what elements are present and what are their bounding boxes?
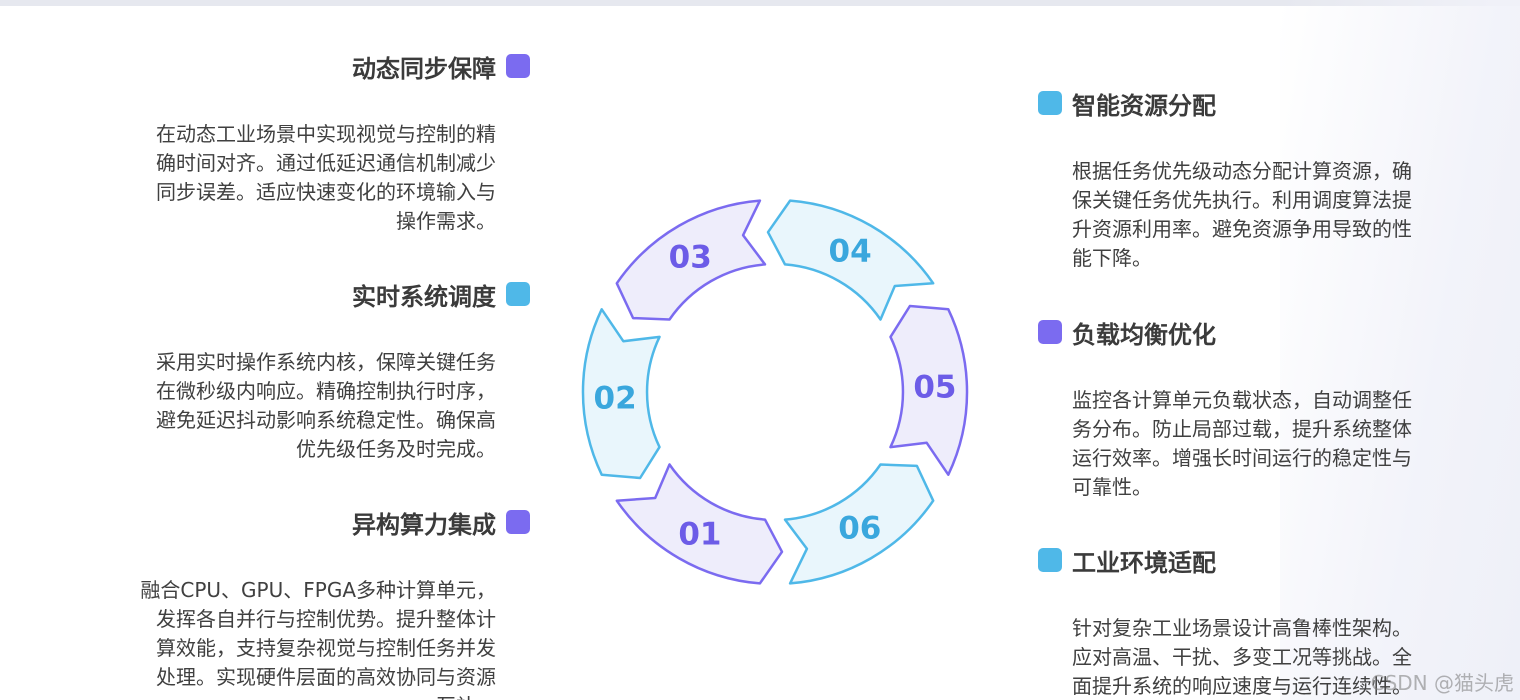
cycle-label-05: 05	[913, 369, 956, 405]
desc-line: 面提升系统的响应速度与运行连续性。	[1072, 674, 1412, 698]
item-description: 融合CPU、GPU、FPGA多种计算单元， 发挥各自并行与控制优势。提升整体计 …	[40, 576, 530, 700]
item-heterogeneous-compute: 异构算力集成 融合CPU、GPU、FPGA多种计算单元， 发挥各自并行与控制优势…	[40, 506, 530, 700]
desc-line: 应对高温、干扰、多变工况等挑战。全	[1072, 645, 1412, 669]
cycle-label-01: 01	[678, 516, 721, 552]
item-realtime-scheduling: 实时系统调度 采用实时操作系统内核，保障关键任务 在微秒级内响应。精确控制执行时…	[60, 278, 530, 464]
desc-line: 采用实时操作系统内核，保障关键任务	[156, 350, 496, 374]
desc-line: 升资源利用率。避免资源争用导致的性	[1072, 217, 1412, 241]
desc-line: 运行效率。增强长时间运行的稳定性与	[1072, 446, 1412, 470]
cycle-segment-02	[581, 308, 661, 480]
desc-line: 监控各计算单元负载状态，自动调整任	[1072, 388, 1412, 412]
background-gradient	[1280, 0, 1520, 700]
item-description: 针对复杂工业场景设计高鲁棒性架构。 应对高温、干扰、多变工况等挑战。全 面提升系…	[1038, 614, 1498, 700]
desc-line: 操作需求。	[396, 209, 496, 233]
item-title-row: 动态同步保障	[60, 50, 530, 83]
item-title-row: 异构算力集成	[40, 506, 530, 539]
blue-square-icon	[1038, 91, 1062, 115]
desc-line: 能下降。	[1072, 246, 1152, 270]
item-load-balancing: 负载均衡优化 监控各计算单元负载状态，自动调整任 务分布。防止局部过载，提升系统…	[1038, 316, 1498, 502]
item-title: 实时系统调度	[352, 282, 496, 311]
desc-line: 发挥各自并行与控制优势。提升整体计	[156, 607, 496, 631]
item-description: 采用实时操作系统内核，保障关键任务 在微秒级内响应。精确控制执行时序， 避免延迟…	[60, 348, 530, 464]
item-description: 在动态工业场景中实现视觉与控制的精 确时间对齐。通过低延迟通信机制减少 同步误差…	[60, 120, 530, 236]
item-title: 负载均衡优化	[1072, 320, 1216, 349]
item-industrial-adaptation: 工业环境适配 针对复杂工业场景设计高鲁棒性架构。 应对高温、干扰、多变工况等挑战…	[1038, 544, 1498, 700]
desc-line: 保关键任务优先执行。利用调度算法提	[1072, 188, 1412, 212]
blue-square-icon	[506, 282, 530, 306]
desc-line: 同步误差。适应快速变化的环境输入与	[156, 180, 496, 204]
desc-line: 避免延迟抖动影响系统稳定性。确保高	[156, 408, 496, 432]
cycle-segment-01	[615, 463, 784, 585]
desc-line: 务分布。防止局部过载，提升系统整体	[1072, 417, 1412, 441]
top-border	[0, 0, 1520, 6]
purple-square-icon	[506, 510, 530, 534]
item-title: 工业环境适配	[1072, 548, 1216, 577]
desc-line: 针对复杂工业场景设计高鲁棒性架构。	[1072, 616, 1412, 640]
cycle-segment-03	[615, 199, 767, 321]
item-title: 智能资源分配	[1072, 91, 1216, 120]
blue-square-icon	[1038, 548, 1062, 572]
desc-line: 可靠性。	[1072, 475, 1152, 499]
item-title: 异构算力集成	[352, 510, 496, 539]
item-title-row: 工业环境适配	[1038, 544, 1498, 577]
item-title-row: 实时系统调度	[60, 278, 530, 311]
watermark: CSDN @猫头虎	[1370, 671, 1514, 695]
item-dynamic-sync: 动态同步保障 在动态工业场景中实现视觉与控制的精 确时间对齐。通过低延迟通信机制…	[60, 50, 530, 236]
cycle-label-06: 06	[838, 511, 881, 547]
cycle-label-03: 03	[669, 239, 712, 275]
desc-line: 融合CPU、GPU、FPGA多种计算单元，	[140, 578, 496, 602]
desc-line: 处理。实现硬件层面的高效协同与资源	[156, 665, 496, 689]
purple-square-icon	[1038, 320, 1062, 344]
desc-line: 确时间对齐。通过低延迟通信机制减少	[156, 151, 496, 175]
item-title-row: 负载均衡优化	[1038, 316, 1498, 349]
desc-line: 根据任务优先级动态分配计算资源，确	[1072, 159, 1412, 183]
cycle-label-02: 02	[594, 381, 637, 417]
item-smart-resource-allocation: 智能资源分配 根据任务优先级动态分配计算资源，确 保关键任务优先执行。利用调度算…	[1038, 87, 1498, 273]
desc-line: 算效能，支持复杂视觉与控制任务并发	[156, 636, 496, 660]
desc-line: 优先级任务及时完成。	[296, 437, 496, 461]
item-description: 监控各计算单元负载状态，自动调整任 务分布。防止局部过载，提升系统整体 运行效率…	[1038, 386, 1498, 502]
cycle-segment-06	[783, 463, 935, 585]
purple-square-icon	[506, 54, 530, 78]
cycle-segment-04	[766, 199, 935, 321]
item-description: 根据任务优先级动态分配计算资源，确 保关键任务优先执行。利用调度算法提 升资源利…	[1038, 157, 1498, 273]
cycle-label-04: 04	[829, 234, 872, 270]
desc-line: 在动态工业场景中实现视觉与控制的精	[156, 122, 496, 146]
item-title: 动态同步保障	[352, 54, 496, 83]
cycle-segment-05	[889, 304, 969, 476]
desc-line: 互补。	[40, 692, 496, 700]
desc-line: 在微秒级内响应。精确控制执行时序，	[156, 379, 496, 403]
item-title-row: 智能资源分配	[1038, 87, 1498, 120]
